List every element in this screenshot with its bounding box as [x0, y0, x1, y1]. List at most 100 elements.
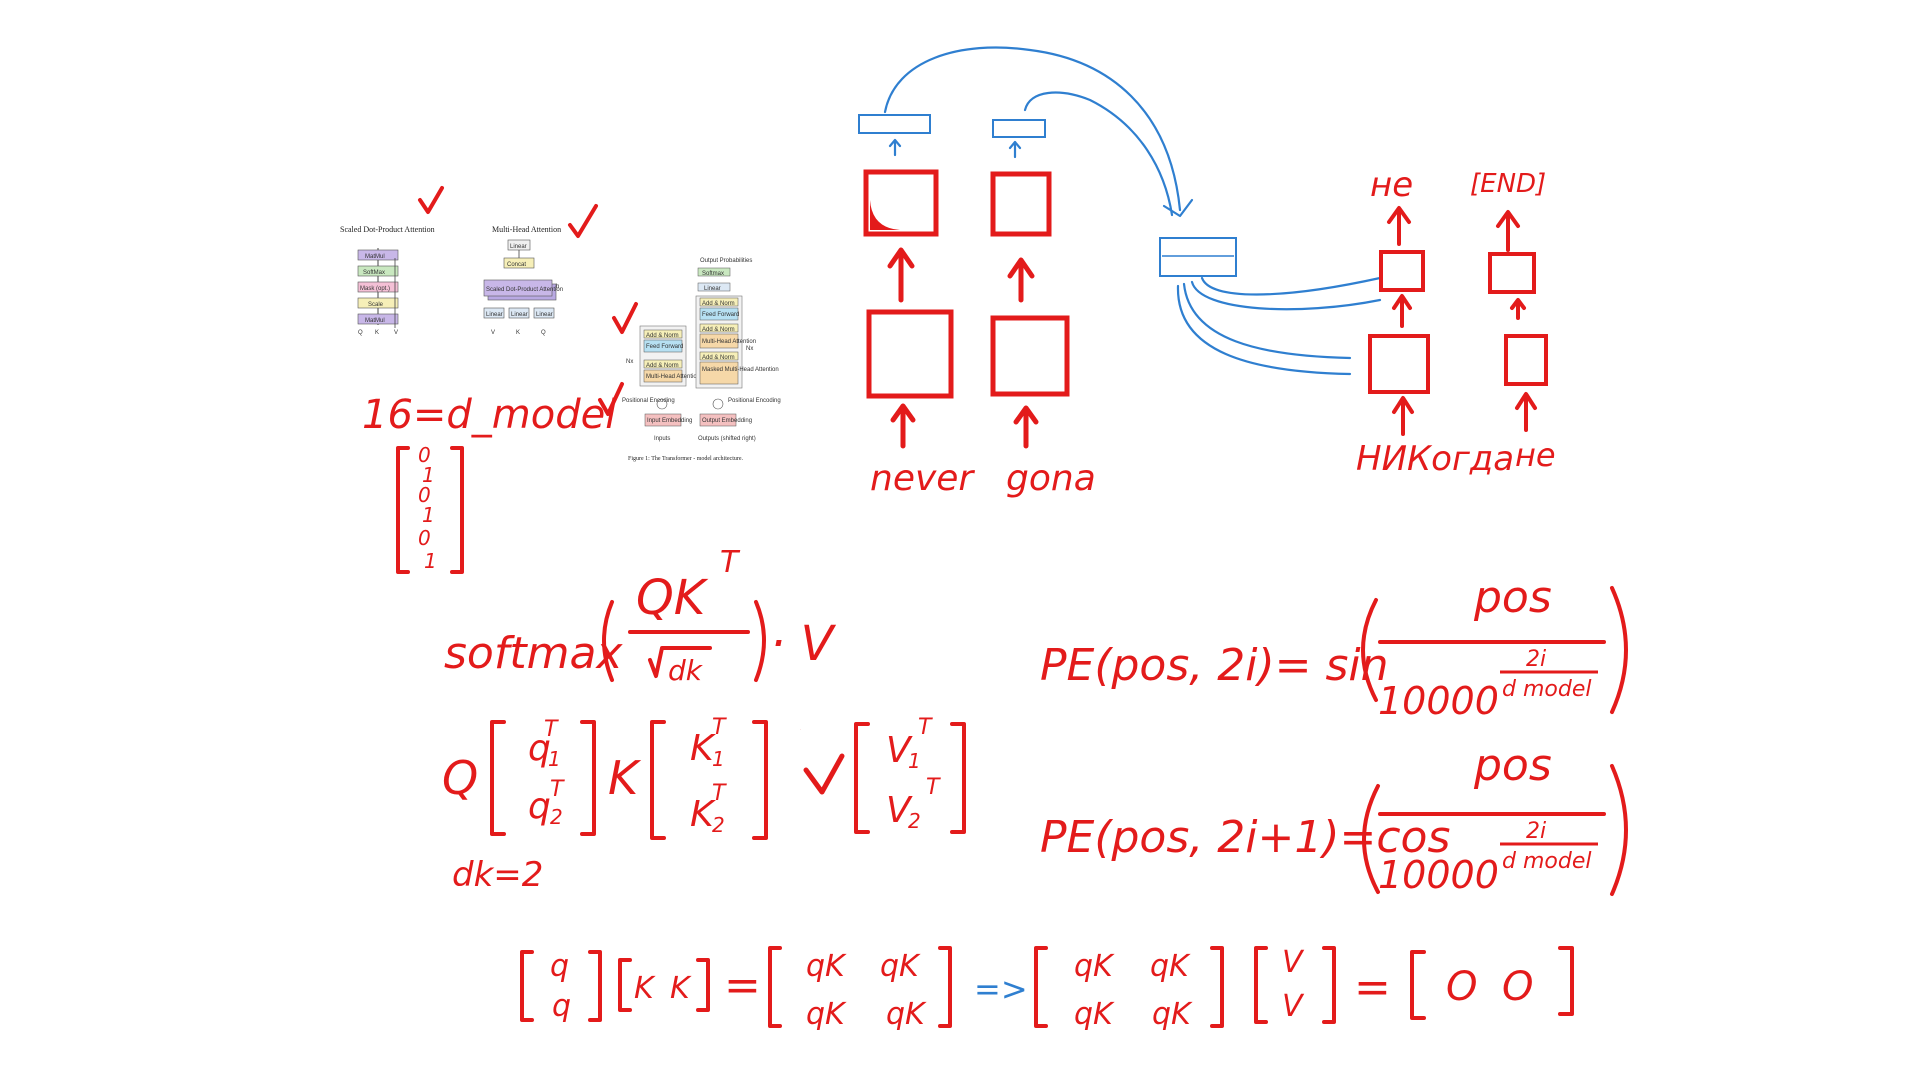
check-mark-3 — [612, 302, 638, 334]
decoder-sketch: не [END] НИКогда не — [1159, 165, 1556, 479]
m-out-2: O — [1502, 964, 1533, 1010]
pe-sin-denominator: 10000 — [1378, 679, 1499, 723]
bracket — [950, 722, 966, 834]
m-arrow: => — [974, 970, 1028, 1008]
positional-encoding-cos: PE(pos, 2i+1)=cos pos 10000 2i d model — [1040, 740, 1628, 897]
bracket — [618, 958, 632, 1012]
paren-left — [1362, 784, 1380, 894]
scaled-dot-product-figure: Scaled Dot-Product Attention MatMul Soft… — [340, 225, 435, 336]
up-arrow — [888, 138, 902, 157]
bracket — [580, 720, 596, 836]
q-label: Q — [442, 751, 478, 805]
encoder-hidden-box-2 — [990, 171, 1052, 237]
vector-bracket-left — [396, 446, 410, 574]
check-mark-1 — [418, 186, 444, 214]
pe-sin-exp-den: d model — [1502, 677, 1591, 702]
vector-bracket-right — [450, 446, 464, 574]
transpose: T — [918, 715, 933, 740]
transpose: T — [926, 775, 941, 800]
outputs-label: Outputs (shifted right) — [698, 436, 756, 442]
box-shading — [870, 200, 900, 230]
context-vector — [1159, 237, 1237, 277]
multi-head-attention-figure: Multi-Head Attention Linear Concat Scale… — [483, 225, 563, 336]
bracket — [752, 720, 768, 840]
m-out-1: O — [1446, 964, 1477, 1010]
multi-input-k: K — [516, 330, 520, 336]
sqrt-dk: dk — [668, 654, 704, 687]
paren-right — [754, 600, 766, 682]
multi-linear-2: Linear — [511, 312, 528, 318]
encoder-output-vector-1 — [858, 114, 931, 134]
up-arrow — [1013, 405, 1039, 449]
softmax-label: softmax — [444, 628, 623, 679]
scaled-input-v: V — [394, 330, 398, 336]
m-k-2: K — [670, 971, 692, 1006]
decoder-block-2: Feed Forward — [702, 312, 739, 318]
m-qk2-cell: qK — [1150, 949, 1191, 984]
bracket — [768, 946, 782, 1028]
m-qk-cell: qK — [886, 997, 927, 1032]
bracket — [696, 958, 710, 1012]
bracket — [1254, 946, 1268, 1024]
matrix-example: q q K K = qK qK qK qK => qK qK qK qK V V… — [520, 945, 1574, 1032]
attention-connector — [883, 46, 1182, 212]
transformer-softmax: Softmax — [702, 271, 724, 277]
encoder-block-4: Multi-Head Attention — [646, 374, 700, 380]
scaled-input-k: K — [375, 330, 379, 336]
up-arrow — [1387, 206, 1411, 246]
decoder-hidden-box-2 — [1488, 252, 1536, 294]
encoder-block-2: Feed Forward — [646, 344, 683, 350]
encoder-token-2: gona — [1006, 458, 1096, 499]
vector-entry: 1 — [424, 549, 437, 573]
multi-h: h — [556, 284, 559, 290]
m-equals: = — [724, 960, 761, 1011]
decoder-hidden-box-1 — [1379, 250, 1425, 292]
vector-entry: 1 — [422, 503, 435, 527]
qk-numerator: QK — [636, 570, 709, 626]
times-v: · V — [770, 616, 837, 672]
inputs-label: Inputs — [654, 436, 670, 442]
bracket — [938, 946, 952, 1028]
decoder-embedding-box-1 — [1368, 334, 1430, 394]
nx-right: Nx — [746, 346, 753, 352]
transpose: T — [544, 717, 559, 742]
decoder-input-2: не — [1515, 436, 1556, 474]
decoder-input-1: НИКогда — [1356, 439, 1514, 479]
nx-left: Nx — [626, 359, 633, 365]
k-row-1: K — [690, 728, 716, 769]
dk-value: dk=2 — [452, 855, 543, 895]
transpose: T — [712, 715, 727, 740]
qk-transpose: T — [720, 545, 741, 580]
up-arrow — [1008, 140, 1022, 159]
scaled-block-1: MatMul — [365, 254, 385, 260]
encoder-sketch: never gona — [858, 46, 1194, 499]
pe-sin-lhs: PE(pos, 2i)= sin — [1040, 640, 1389, 691]
encoder-output-vector-2 — [992, 119, 1046, 138]
transpose: T — [550, 777, 565, 802]
encoder-token-1: never — [870, 458, 975, 499]
m-qk2-cell: qK — [1152, 997, 1193, 1032]
pos-enc-left: Positional Encoding — [622, 398, 675, 404]
multi-input-q: Q — [541, 330, 546, 336]
bracket — [490, 720, 506, 836]
vector-entry: 0 — [418, 483, 431, 507]
m-v-2: V — [1282, 989, 1305, 1024]
context-connector — [1200, 276, 1382, 296]
figure-caption: Figure 1: The Transformer - model archit… — [628, 455, 744, 462]
input-embedding: Input Embedding — [647, 418, 692, 424]
k-label: K — [608, 751, 642, 805]
multi-block-1: Linear — [510, 244, 527, 250]
encoder-block-3: Add & Norm — [646, 363, 679, 369]
attention-formula: softmax QK T dk · V — [444, 545, 837, 687]
decoder-block-3: Add & Norm — [702, 327, 735, 333]
q-row-1-sub: 1 — [548, 747, 561, 771]
v-row-1-sub: 1 — [908, 749, 921, 773]
encoder-hidden-box-1 — [863, 169, 939, 237]
scaled-block-4: Scale — [368, 302, 384, 308]
q-row-2: q — [528, 786, 551, 827]
multi-input-v: V — [491, 330, 495, 336]
v-row-1: V — [886, 730, 913, 771]
up-arrow — [890, 403, 916, 449]
m-qk-cell: qK — [806, 997, 847, 1032]
